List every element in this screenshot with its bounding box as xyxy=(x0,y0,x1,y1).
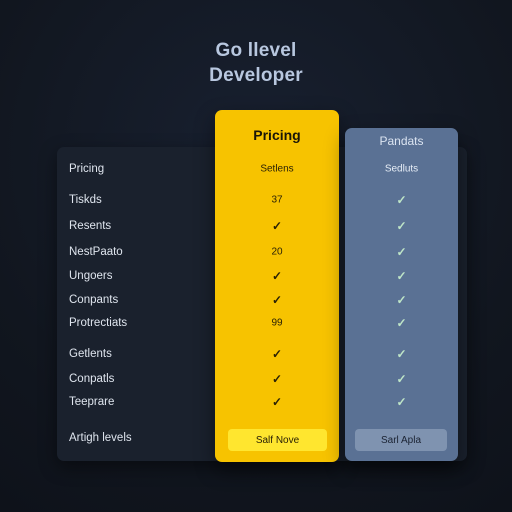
check-icon: ✓ xyxy=(396,245,407,259)
page-title-line1: Go llevel xyxy=(215,40,297,61)
feature-label: NestPaato xyxy=(69,246,123,258)
check-icon: ✓ xyxy=(271,269,283,283)
plan-cell-secondary: Sedluts xyxy=(345,164,458,175)
feature-label: Artigh levels xyxy=(69,432,132,444)
feature-label: Getlents xyxy=(69,348,112,360)
feature-label: Protrectiats xyxy=(69,317,128,329)
check-icon: ✓ xyxy=(271,347,283,361)
feature-label: Tiskds xyxy=(69,194,102,206)
select-secondary-plan-button[interactable]: Sarl Apla xyxy=(355,429,447,451)
plan-cell-featured: ✓ xyxy=(215,395,339,409)
plan-cell-featured: ✓ xyxy=(215,293,339,307)
check-icon: ✓ xyxy=(396,293,407,307)
plan-cell-secondary: ✓ xyxy=(345,316,458,330)
plan-column-secondary xyxy=(345,128,458,461)
feature-label: Resents xyxy=(69,220,112,232)
plan-cell-secondary: ✓ xyxy=(345,193,458,207)
plan-cell-secondary: ✓ xyxy=(345,269,458,283)
plan-cell-featured: 99 xyxy=(215,318,339,329)
check-icon: ✓ xyxy=(271,395,283,409)
plan-cell-secondary: ✓ xyxy=(345,219,458,233)
plan-cell-featured: 37 xyxy=(215,195,339,206)
check-icon: ✓ xyxy=(396,316,407,330)
plan-cell-secondary: ✓ xyxy=(345,372,458,386)
check-icon: ✓ xyxy=(396,347,407,361)
feature-label: Teeprare xyxy=(69,396,115,408)
check-icon: ✓ xyxy=(396,193,407,207)
feature-label: Ungoers xyxy=(69,270,113,282)
cell-value: 99 xyxy=(271,317,283,329)
plan-cell-featured: Setlens xyxy=(215,164,339,175)
plan-heading-featured: Pricing xyxy=(253,127,301,143)
plan-column-featured xyxy=(215,110,339,462)
check-icon: ✓ xyxy=(396,269,407,283)
plan-cell-secondary: ✓ xyxy=(345,347,458,361)
cell-value: 20 xyxy=(271,246,283,258)
plan-cell-featured: ✓ xyxy=(215,347,339,361)
plan-cell-secondary: ✓ xyxy=(345,245,458,259)
check-icon: ✓ xyxy=(271,219,283,233)
plan-cell-secondary: ✓ xyxy=(345,293,458,307)
plan-cell-featured: ✓ xyxy=(215,269,339,283)
plan-cell-featured: ✓ xyxy=(215,219,339,233)
check-icon: ✓ xyxy=(271,293,283,307)
check-icon: ✓ xyxy=(396,372,407,386)
select-featured-plan-button[interactable]: Salf Nove xyxy=(228,429,327,451)
plan-cell-featured: 20 xyxy=(215,247,339,258)
feature-label: Conpants xyxy=(69,294,119,306)
check-icon: ✓ xyxy=(396,219,407,233)
page-title-line2: Developer xyxy=(209,65,303,86)
plan-cell-secondary: ✓ xyxy=(345,395,458,409)
plan-heading-secondary: Pandats xyxy=(379,134,424,148)
feature-label: Conpatls xyxy=(69,373,115,385)
plan-cell-featured: ✓ xyxy=(215,372,339,386)
check-icon: ✓ xyxy=(271,372,283,386)
cell-value: Setlens xyxy=(260,163,294,175)
cell-value: Sedluts xyxy=(384,163,419,175)
cell-value: 37 xyxy=(271,194,283,206)
check-icon: ✓ xyxy=(396,395,407,409)
feature-label: Pricing xyxy=(69,163,105,175)
